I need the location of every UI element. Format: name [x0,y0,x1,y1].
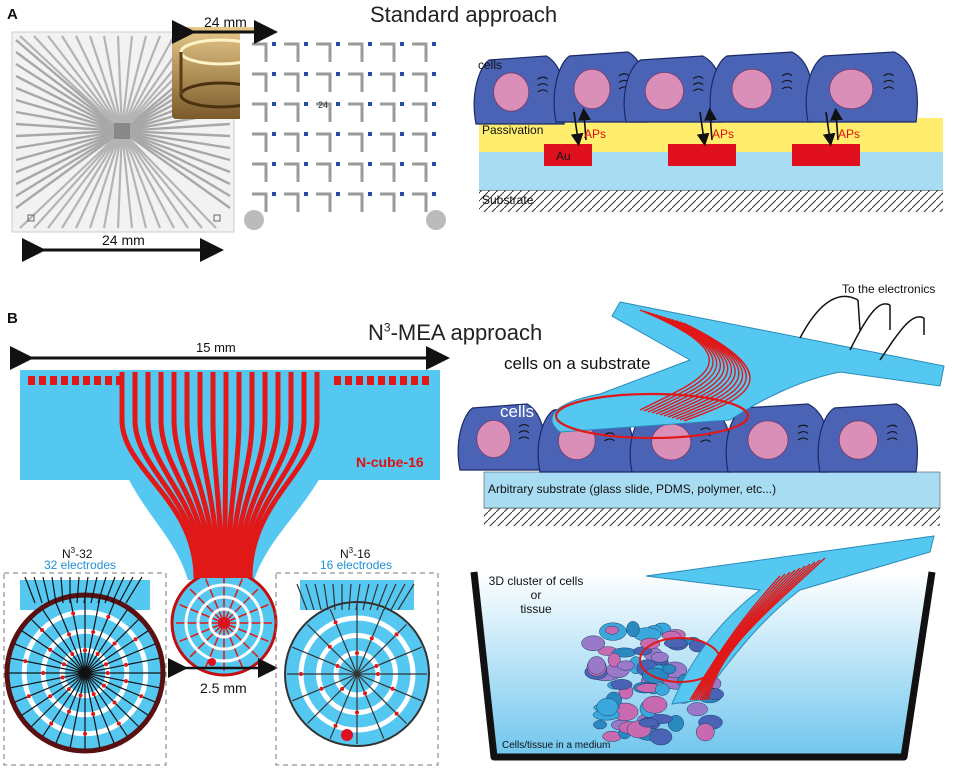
n3-32-label: N3-32 [62,546,93,561]
dim-label-top: 24 mm [204,14,247,30]
n3-16-pattern [287,583,427,744]
label-to-electronics: To the electronics [842,282,936,296]
n3-32-pattern [9,576,161,749]
label-aps-3: APs [838,127,861,141]
cell-layer [473,51,918,147]
cross-section-n3 [457,295,945,526]
label-aps-1: APs [584,127,607,141]
chip-number: 24 [318,100,328,110]
device-traces [119,372,320,671]
panel-label-b: B [7,310,18,327]
dim-label-bottom: 24 mm [102,232,145,248]
contact-pads [28,376,429,385]
n3-16-zoom [275,572,439,766]
dim-label-2-5mm: 2.5 mm [200,680,247,696]
n3-16-electrodes: 16 electrodes [320,558,393,572]
label-medium: Cells/tissue in a medium [502,740,611,751]
label-au: Au [556,149,571,163]
electronics-wires [799,295,925,361]
label-passivation: Passivation [482,123,544,137]
label-substrate: Substrate [482,193,534,207]
n3-32-zoom [3,572,167,766]
flex-probe-tissue [639,535,935,705]
n3-32-electrodes: 32 electrodes [44,558,117,572]
electrode-layout-chip: 24 [240,32,452,232]
label-cells-b: cells [500,402,535,421]
panel-label-a: A [7,6,18,23]
cross-section-standard [473,51,943,212]
panel-b-title: N3-MEA approach [368,320,543,345]
label-arbitrary-substrate: Arbitrary substrate (glass slide, PDMS, … [488,482,777,496]
panel-a-title: Standard approach [370,2,558,27]
label-cells-on-substrate: cells on a substrate [504,354,651,373]
label-cells: cells [478,58,503,72]
label-aps-2: APs [712,127,735,141]
flex-probe [551,301,945,440]
label-cluster: 3D cluster of cells or tissue [488,574,584,616]
medium-well [470,535,936,761]
dim-label-15mm: 15 mm [196,340,236,355]
layout-traces [252,42,436,212]
device-name: N-cube-16 [356,454,424,470]
n-cube-device [20,370,440,677]
n3-16-label: N3-16 [340,546,371,561]
